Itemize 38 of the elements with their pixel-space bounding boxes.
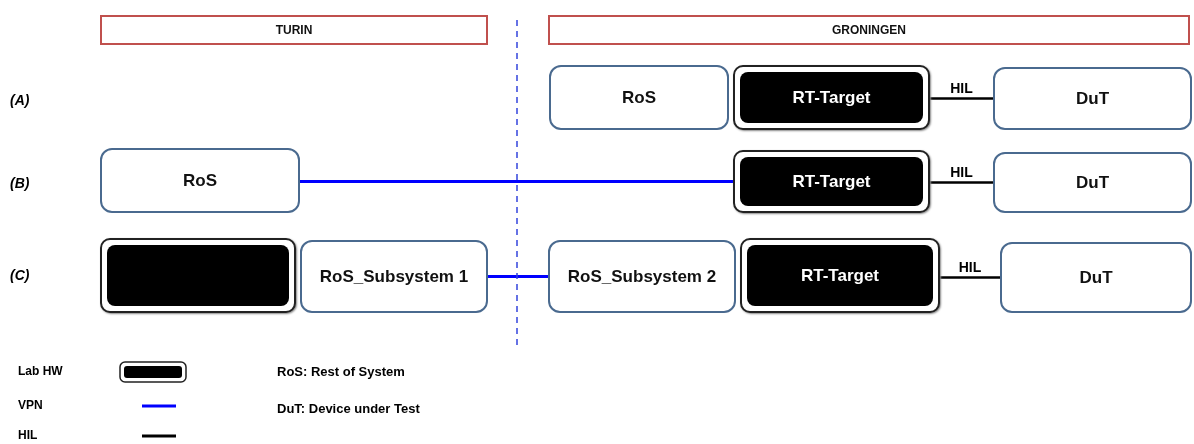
location-name: TURIN (275, 23, 313, 37)
hil-link (930, 97, 993, 100)
system-box (993, 152, 1192, 213)
system-box (1000, 242, 1192, 313)
system-box (548, 240, 736, 313)
row-label: (A) (10, 92, 30, 108)
node-label: DuT (1075, 172, 1109, 193)
location-name: GRONINGEN (832, 23, 906, 37)
lab-hardware-box (740, 238, 940, 313)
system-box (100, 148, 300, 213)
location-header (548, 15, 1190, 45)
vpn-link (488, 275, 548, 278)
legend-label: HIL (18, 428, 38, 442)
lab-hardware-box (100, 238, 296, 313)
node-label: RoS_Subsystem 2 (567, 266, 717, 287)
row-label: (C) (10, 267, 30, 283)
system-box (549, 65, 729, 130)
node-label: RT-Target (792, 171, 871, 192)
node-label: RoS (183, 170, 217, 191)
location-header (100, 15, 488, 45)
node-label: DuT (1075, 88, 1109, 109)
node-label: DuT (1079, 267, 1113, 288)
system-box (300, 240, 488, 313)
hil-link (940, 276, 1000, 279)
system-box (993, 67, 1192, 130)
vpn-link (300, 180, 733, 183)
lab-hardware-box (733, 65, 930, 130)
legend-label: Lab HW (18, 364, 63, 378)
note: RoS: Rest of System (277, 364, 405, 379)
lab-hardware-box (733, 150, 930, 213)
note: DuT: Device under Test (277, 401, 420, 416)
node-label: RoS_Subsystem 1 (319, 266, 469, 287)
legend-label: VPN (18, 398, 43, 412)
node-label: RT-Target (800, 265, 880, 286)
row-label: (B) (10, 175, 30, 191)
hil-link (930, 181, 993, 184)
node-label: RT-Target (792, 87, 871, 108)
node-label: RoS (622, 87, 656, 108)
